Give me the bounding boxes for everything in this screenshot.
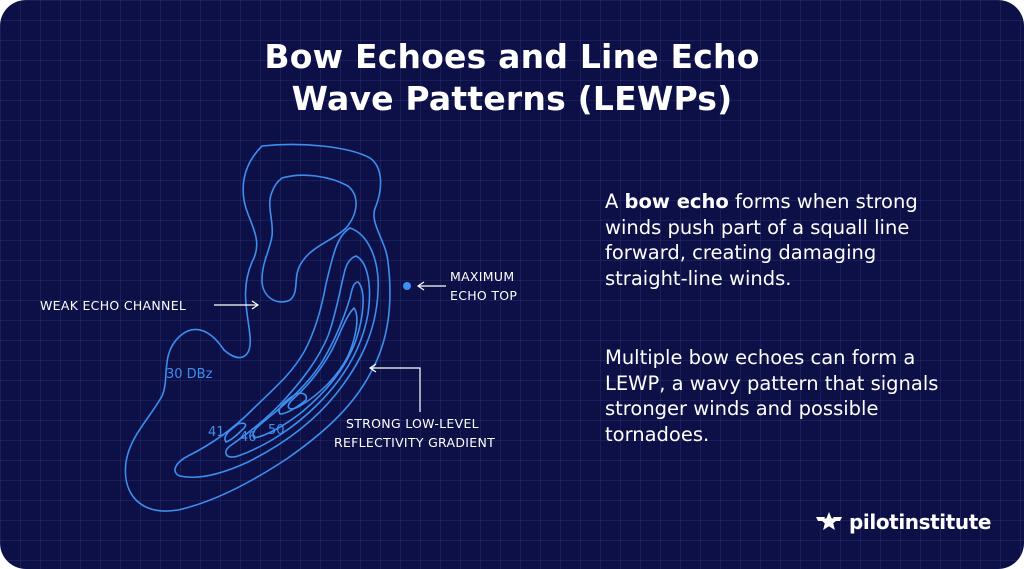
max-echo-top-label-1: MAXIMUM: [450, 269, 514, 284]
dbz-46-label: 46: [240, 430, 257, 445]
contour-core-1: [287, 307, 358, 410]
title-line-1: Bow Echoes and Line Echo: [264, 37, 760, 76]
brand-name: pilotinstitute: [849, 510, 992, 534]
dbz-30-label: 30 DBz: [166, 367, 213, 382]
contour-46dbz: [225, 255, 371, 458]
max-echo-top-arrow: [416, 281, 446, 291]
contour-41dbz: [174, 227, 379, 479]
max-echo-top-marker: [403, 282, 411, 290]
gradient-label-1: STRONG LOW-LEVEL: [346, 416, 479, 431]
weak-echo-channel-arrow: [214, 300, 260, 310]
gradient-arrow: [368, 363, 421, 412]
lewp-paragraph: Multiple bow echoes can form a LEWP, a w…: [605, 346, 939, 446]
max-echo-top-label-2: ECHO TOP: [450, 288, 517, 303]
p1-bold-term: bow echo: [624, 190, 729, 213]
dbz-50-label: 50: [268, 423, 285, 438]
contour-core-2: [278, 392, 308, 415]
gradient-label-2: REFLECTIVITY GRADIENT: [334, 435, 495, 450]
weak-echo-channel-label: WEAK ECHO CHANNEL: [40, 298, 186, 313]
bow-echo-paragraph: A bow echo forms when strong winds push …: [605, 189, 965, 291]
page-title: Bow Echoes and Line Echo Wave Patterns (…: [0, 36, 1024, 120]
contour-30dbz: [124, 143, 391, 512]
contour-50dbz: [252, 281, 364, 439]
title-line-2: Wave Patterns (LEWPs): [291, 79, 733, 118]
contour-core-3: [224, 422, 247, 443]
p1-body: forms when strong winds push part of a s…: [605, 190, 918, 290]
contour-notch: [261, 174, 357, 303]
brand-logo: pilotinstitute: [814, 510, 991, 534]
p1-prefix: A: [605, 190, 625, 213]
dbz-41-label: 41: [208, 425, 225, 440]
winged-star-icon: [816, 512, 842, 530]
